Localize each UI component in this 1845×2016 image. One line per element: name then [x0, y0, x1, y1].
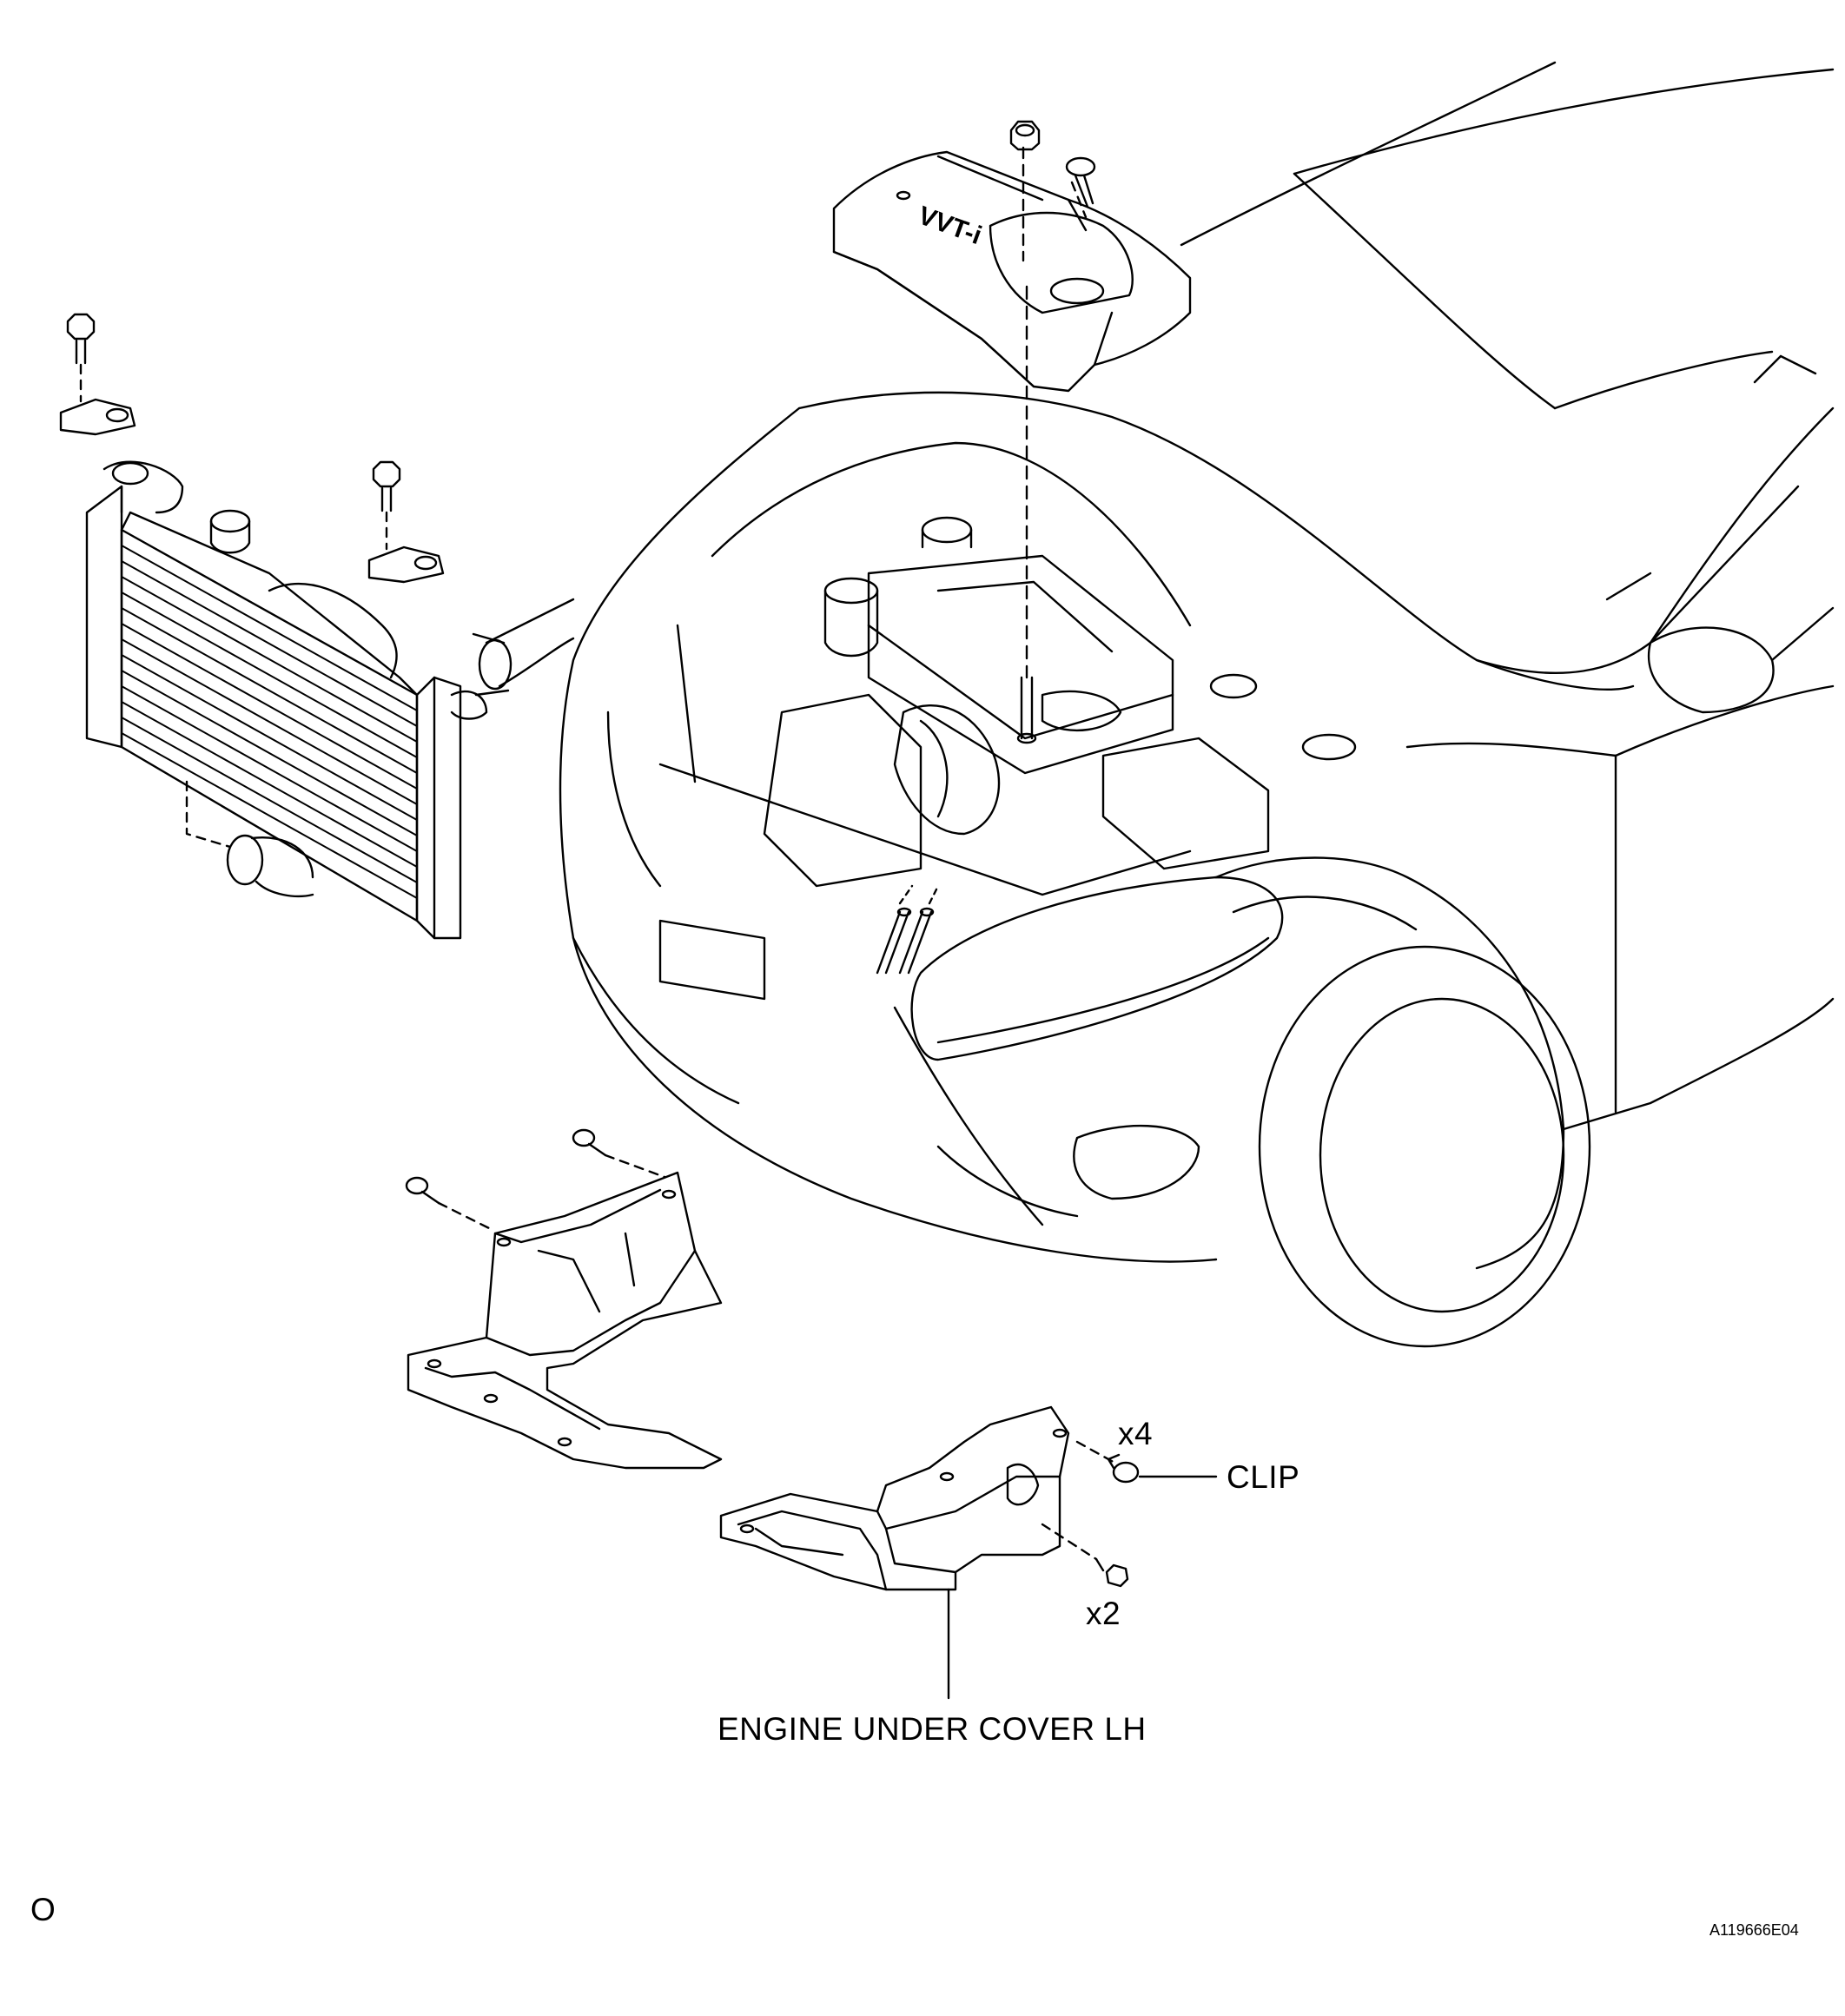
clip-quantity-label: x4	[1118, 1416, 1154, 1451]
radiator	[85, 460, 488, 940]
clip-fastener	[1107, 1453, 1140, 1484]
bolt-quantity-label: x2	[1086, 1596, 1121, 1631]
upper-radiator-hose	[472, 598, 575, 697]
engine-under-cover-lh-label: ENGINE UNDER COVER LH	[718, 1711, 1147, 1747]
radiator-bolt-right	[372, 460, 401, 512]
engine-cover-screw	[1065, 156, 1096, 208]
lower-radiator-hose	[226, 834, 314, 898]
radiator-bracket-right	[367, 545, 445, 584]
under-cover-rh-bolt-2	[572, 1128, 607, 1157]
engine-cover-nut	[1009, 120, 1041, 151]
figure-id: A119666E04	[1709, 1921, 1799, 1939]
engine-cover-logo: VVT-i	[915, 202, 986, 251]
under-cover-lh-bolt	[1094, 1557, 1129, 1588]
radiator-bolt-left	[66, 313, 96, 365]
engine-cover: VVT-i	[832, 150, 1192, 393]
engine-under-cover-rh	[407, 1171, 723, 1470]
car-body	[559, 61, 1835, 1348]
engine-under-cover-lh	[719, 1405, 1070, 1591]
radiator-bracket-left	[59, 398, 136, 436]
footer-left-mark: O	[30, 1892, 56, 1927]
engine-bay	[658, 441, 1357, 975]
under-cover-rh-bolt-1	[405, 1176, 440, 1205]
clip-label: CLIP	[1227, 1459, 1300, 1495]
